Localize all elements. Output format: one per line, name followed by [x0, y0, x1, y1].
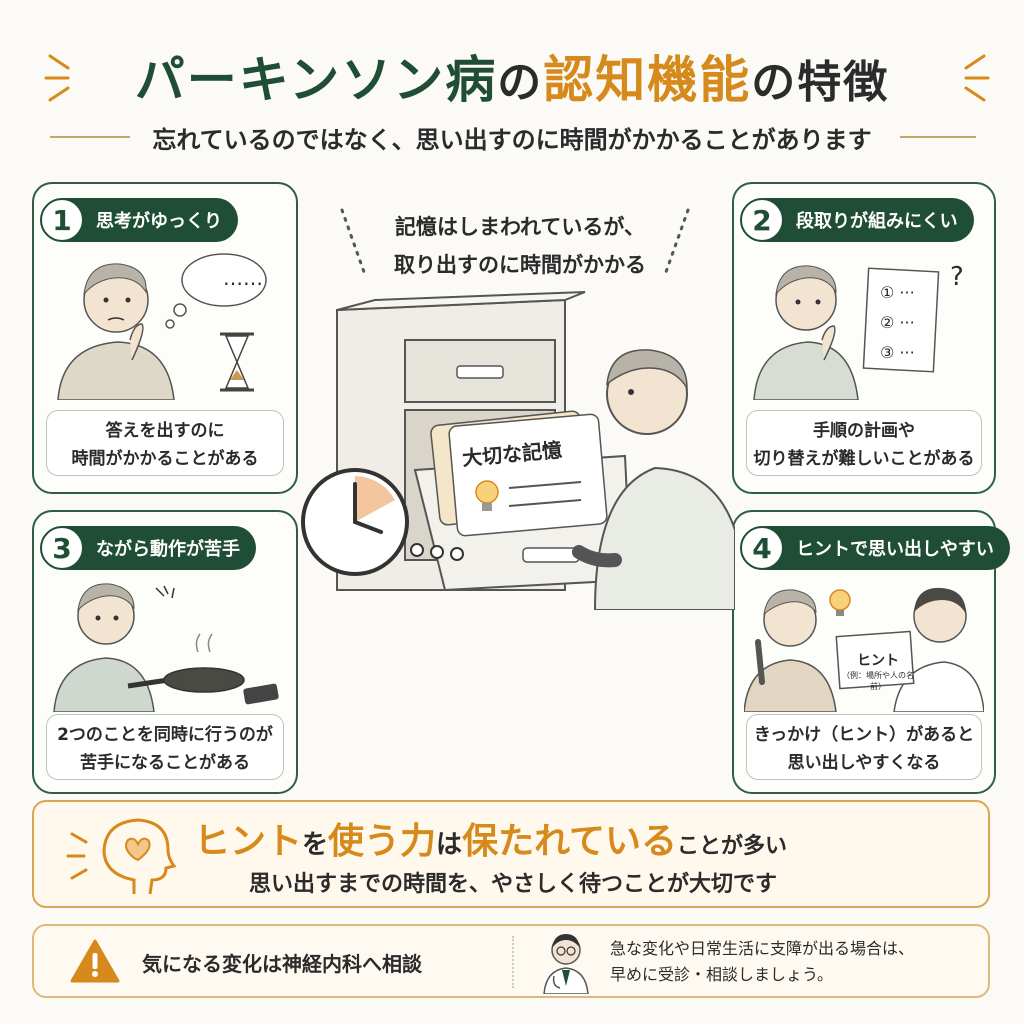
confused-man-illustration [753, 265, 940, 400]
card-header: 3 ながら動作が苦手 [40, 526, 256, 570]
doctor-icon [543, 934, 589, 994]
dotted-rays-right-icon [664, 208, 690, 274]
card-label: 段取りが組みにくい [796, 211, 958, 232]
caption-line: 切り替えが難しいことがある [753, 449, 975, 469]
thinking-man-illustration [57, 253, 267, 400]
warning-icon [70, 939, 120, 983]
center-message-line: 記憶はしまわれているが、 [395, 215, 645, 239]
lightbulb-icon [475, 480, 499, 511]
consult-neurologist-text: 気になる変化は神経内科へ相談 [142, 952, 422, 976]
banner-word-hint: ヒント [194, 821, 303, 862]
caption-line: 苦手になることがある [80, 753, 250, 773]
card-caption: きっかけ（ヒント）があると 思い出しやすくなる [746, 714, 982, 780]
card-caption: 答えを出すのに 時間がかかることがある [46, 410, 284, 476]
banner-word-ability: 使う力 [328, 821, 437, 862]
memory-drawer-illustration [301, 291, 735, 610]
hint-card-example: （例：場所や人の名前） [842, 671, 914, 691]
card-multitasking: 3 ながら動作が苦手 2つのことを同時に行うのが 苦手になることがある [32, 510, 298, 794]
card-header: 1 思考がゆっくり [40, 198, 238, 242]
caption-line: 答えを出すのに [105, 421, 225, 441]
subtitle-divider-right [900, 136, 976, 138]
decoration-rays-left-icon [44, 54, 70, 102]
subtitle: 忘れているのではなく、思い出すのに時間がかかることがあります [152, 126, 872, 154]
center-message: 記憶はしまわれているが、 取り出すのに時間がかかる [360, 208, 680, 284]
consult-note-line: 早めに受診・相談しましょう。 [610, 965, 834, 984]
lightbulb-icon [829, 589, 851, 616]
title-part-disease: パーキンソン病 [134, 51, 498, 109]
page-title: パーキンソン病の認知機能の特徴 [0, 40, 1024, 112]
caption-line: 時間がかかることがある [71, 449, 259, 469]
title-part-no: の [497, 57, 544, 108]
dotted-rays-left-icon [340, 208, 366, 274]
card-label: ヒントで思い出しやすい [796, 539, 994, 560]
banner-word-preserved: 保たれている [462, 821, 677, 862]
card-header: 4 ヒントで思い出しやすい [740, 526, 1010, 570]
head-heart-icon [66, 818, 177, 895]
card-header: 2 段取りが組みにくい [740, 198, 974, 242]
step-list: ① ··· ② ··· ③ ··· [880, 278, 915, 368]
card-number: 4 [740, 526, 784, 570]
card-caption: 2つのことを同時に行うのが 苦手になることがある [46, 714, 284, 780]
caption-line: 手順の計画や [813, 421, 915, 441]
caption-line: きっかけ（ヒント）があると [753, 725, 975, 745]
title-part-cognition: 認知機能 [543, 51, 752, 109]
card-label: 思考がゆっくり [96, 211, 222, 232]
card-number: 3 [40, 526, 84, 570]
card-number: 1 [40, 198, 84, 242]
card-hints: 4 ヒントで思い出しやすい ヒント （例：場所や人の名前） きっかけ（ヒント）が… [732, 510, 1010, 794]
banner-particle: は [436, 830, 463, 860]
banner-headline: ヒントを使う力は保たれていることが多い [194, 812, 787, 864]
card-planning: 2 段取りが組みにくい ① ··· ② ··· ③ ··· ? 手順の計画や 切… [732, 182, 996, 494]
question-mark-icon: ? [950, 262, 964, 292]
card-caption: 手順の計画や 切り替えが難しいことがある [746, 410, 982, 476]
key-message-banner: ヒントを使う力は保たれていることが多い 思い出すまでの時間を、やさしく待つことが… [32, 800, 990, 908]
clock-icon [301, 468, 409, 576]
banner-particle: を [302, 830, 329, 860]
cooking-man-illustration [53, 583, 279, 712]
caption-line: 2つのことを同時に行うのが [57, 725, 273, 745]
thought-bubble-text: …… [223, 266, 263, 290]
hint-conversation-illustration [744, 587, 984, 712]
banner-subtext: 思い出すまでの時間を、やさしく待つことが大切です [248, 872, 777, 897]
consultation-notice: 気になる変化は神経内科へ相談 急な変化や日常生活に支障が出る場合は、 早めに受診… [32, 924, 990, 998]
step-item: ② ··· [880, 313, 915, 332]
caption-line: 思い出しやすくなる [787, 753, 941, 773]
hint-card-title: ヒント [857, 653, 899, 669]
card-label: ながら動作が苦手 [96, 539, 240, 560]
subtitle-divider-left [50, 136, 130, 138]
card-slow-thinking: 1 思考がゆっくり …… 答えを出すのに 時間がかかることがある [32, 182, 298, 494]
step-item: ① ··· [880, 283, 915, 302]
decoration-rays-right-icon [964, 54, 990, 102]
consult-note-line: 急な変化や日常生活に支障が出る場合は、 [610, 939, 915, 958]
divider [512, 936, 514, 988]
banner-ending: ことが多い [676, 834, 787, 859]
consult-note: 急な変化や日常生活に支障が出る場合は、 早めに受診・相談しましょう。 [610, 936, 914, 988]
hourglass-icon [220, 332, 254, 392]
center-message-line: 取り出すのに時間がかかる [394, 253, 646, 277]
card-number: 2 [740, 198, 784, 242]
step-item: ③ ··· [880, 343, 915, 362]
title-part-features: の特徴 [751, 57, 890, 108]
hint-card: ヒント （例：場所や人の名前） [840, 650, 916, 692]
